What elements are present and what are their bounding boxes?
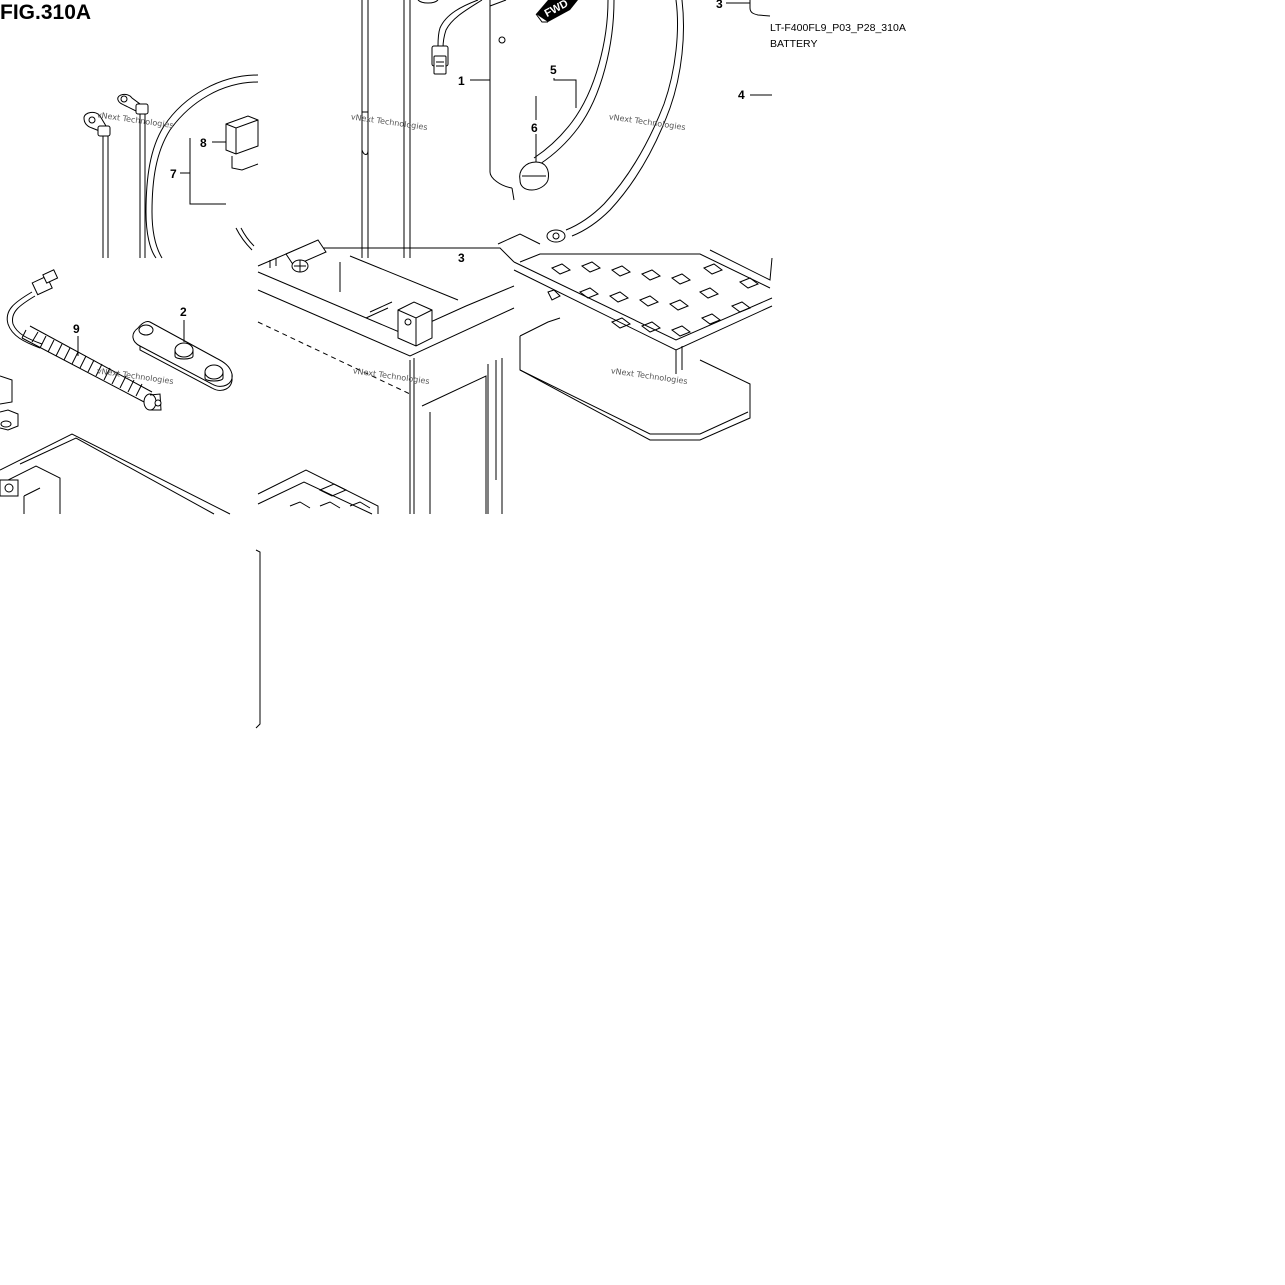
callout-2: 2: [180, 305, 187, 319]
ribbed-sleeve: [21, 325, 153, 404]
center-lower-tray: [257, 469, 379, 515]
callout-7: 7: [170, 167, 177, 181]
figure-title: FIG.310A: [0, 1, 91, 24]
long-battery-cable: [546, 0, 684, 243]
left-cables: [83, 74, 259, 259]
part-2-terminal-bar: [132, 321, 233, 391]
tray-slots: [547, 261, 760, 337]
callout-4: 4: [738, 88, 745, 102]
battery-body: [257, 239, 515, 514]
watermark: vNext Technologies: [608, 112, 686, 132]
left-lower-fragments: [0, 375, 231, 515]
frame-edge: [255, 549, 261, 729]
part-6-terminal-cable: [519, 0, 615, 191]
callout-8: 8: [200, 136, 207, 150]
part-1-holder-plate: [489, 0, 515, 201]
reference-block: LT-F400FL9_P03_P28_310A BATTERY: [726, 0, 906, 50]
center-bracket: [361, 0, 439, 258]
rubber-mat: [519, 317, 751, 441]
callout-6: 6: [531, 121, 538, 135]
callout-3-partial: 3: [458, 251, 465, 265]
callout-5: 5: [550, 63, 557, 77]
callout-1: 1: [458, 74, 465, 88]
watermark: vNext Technologies: [352, 366, 430, 386]
holder-connector: [431, 0, 483, 75]
reference-code: LT-F400FL9_P03_P28_310A: [770, 22, 906, 34]
battery-tray: [497, 233, 773, 374]
part-9-sensor-lead: [6, 269, 162, 411]
callout-9: 9: [73, 322, 80, 336]
section-name: BATTERY: [770, 38, 817, 50]
leader-lines: [77, 78, 772, 356]
fwd-arrow-icon: FWD: [535, 0, 578, 23]
callout-3: 3: [716, 0, 723, 11]
